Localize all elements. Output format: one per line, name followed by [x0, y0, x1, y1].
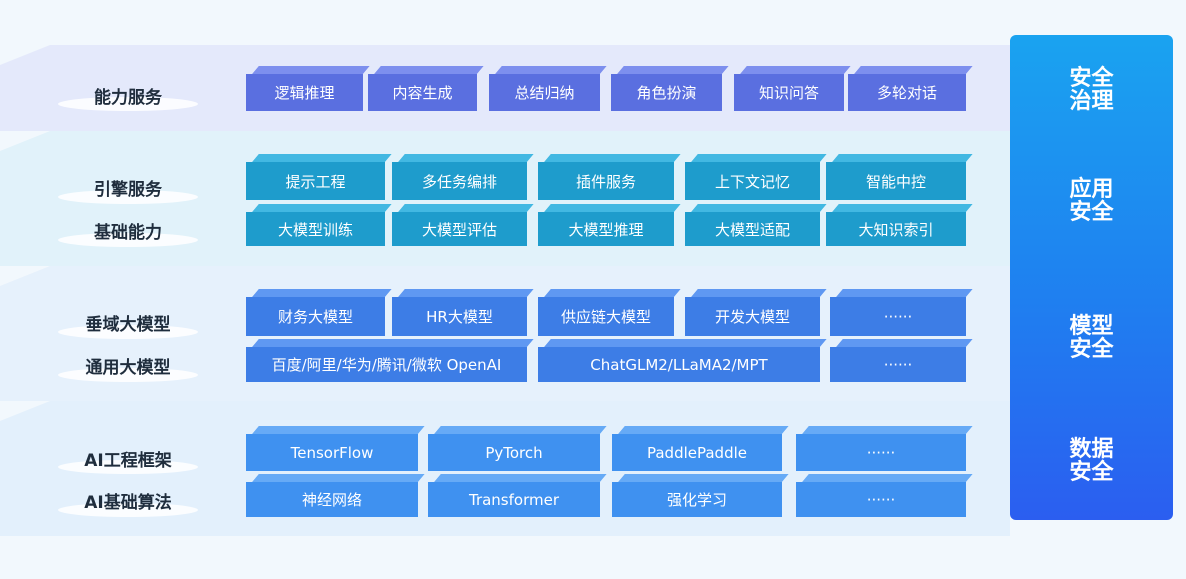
- security-model-line1: 模型: [1069, 314, 1114, 339]
- foundation-box: 大知识索引: [826, 212, 966, 246]
- foundation-box-label: 大模型评估: [421, 220, 497, 239]
- general-model-box: 百度/阿里/华为/腾讯/微软 OpenAI: [246, 347, 527, 382]
- security-data-line2: 安全: [1069, 460, 1114, 485]
- foundation-box: 大模型评估: [392, 212, 527, 246]
- ai-algorithm-box-label: ······: [866, 490, 896, 509]
- label-ellipse: [58, 368, 198, 382]
- layer-label-ai-framework: AI工程框架: [84, 451, 172, 471]
- capability-box: 总结归纳: [489, 74, 600, 111]
- general-model-box-label: 百度/阿里/华为/腾讯/微软 OpenAI: [271, 356, 502, 374]
- layer-label-vertical: 垂域大模型: [85, 315, 171, 335]
- security-application-line1: 应用: [1069, 177, 1114, 202]
- vertical-model-box: 供应链大模型: [538, 297, 674, 336]
- foundation-box: 大模型适配: [685, 212, 820, 246]
- layer-label-general: 通用大模型: [85, 358, 171, 378]
- capability-box-label: 总结归纳: [514, 84, 575, 102]
- foundation-box-label: 大模型推理: [568, 220, 644, 239]
- ai-algorithm-box-label: 神经网络: [301, 491, 362, 509]
- capability-box-label: 多轮对话: [876, 84, 937, 102]
- vertical-model-box-label: 供应链大模型: [560, 308, 651, 326]
- label-ellipse: [58, 190, 198, 204]
- engine-box-label: 智能中控: [865, 172, 926, 191]
- general-model-box: ChatGLM2/LLaMA2/MPT: [538, 347, 820, 382]
- ai-algorithm-box: 强化学习: [612, 482, 782, 517]
- security-governance-line2: 治理: [1069, 89, 1114, 114]
- engine-box-label: 多任务编排: [421, 172, 497, 191]
- engine-box-label: 插件服务: [575, 172, 636, 191]
- vertical-model-box: ······: [830, 297, 966, 336]
- capability-box-label: 知识问答: [758, 84, 819, 102]
- layer-label-ai-algorithm: AI基础算法: [84, 493, 172, 513]
- ai-algorithm-box-label: Transformer: [468, 490, 559, 509]
- vertical-model-box-label: 开发大模型: [714, 308, 790, 326]
- label-ellipse: [58, 97, 198, 111]
- engine-box: 提示工程: [246, 162, 385, 200]
- engine-box-label: 提示工程: [285, 172, 346, 191]
- general-model-box-label: ······: [883, 355, 913, 374]
- vertical-model-box-label: ······: [883, 307, 913, 326]
- ai-algorithm-box-label: 强化学习: [666, 491, 727, 509]
- ai-framework-box: PaddlePaddle: [612, 434, 782, 471]
- ai-framework-box-label: TensorFlow: [290, 443, 374, 462]
- foundation-box: 大模型推理: [538, 212, 674, 246]
- vertical-model-box: 财务大模型: [246, 297, 385, 336]
- layer-label-engine: 引擎服务: [94, 180, 162, 200]
- ai-framework-box: TensorFlow: [246, 434, 418, 471]
- security-application: 应用 安全: [1010, 178, 1173, 224]
- capability-box: 逻辑推理: [246, 74, 363, 111]
- vertical-model-box: 开发大模型: [685, 297, 820, 336]
- vertical-model-box-label: 财务大模型: [277, 308, 353, 326]
- foundation-box-label: 大模型适配: [714, 220, 790, 239]
- security-application-line2: 安全: [1069, 200, 1114, 225]
- engine-box: 上下文记忆: [685, 162, 820, 200]
- security-model: 模型 安全: [1010, 315, 1173, 361]
- security-governance-line1: 安全: [1069, 66, 1114, 91]
- foundation-box-label: 大模型训练: [277, 220, 353, 239]
- layer-label-foundation: 基础能力: [94, 223, 162, 243]
- security-data-line1: 数据: [1069, 437, 1114, 462]
- ai-framework-box-label: ······: [866, 443, 896, 462]
- capability-box: 内容生成: [368, 74, 477, 111]
- capability-box-label: 内容生成: [392, 84, 453, 102]
- label-ellipse: [58, 460, 198, 474]
- general-model-box: ······: [830, 347, 966, 382]
- general-model-box-label: ChatGLM2/LLaMA2/MPT: [590, 355, 768, 374]
- ai-framework-box: ······: [796, 434, 966, 471]
- vertical-model-box: HR大模型: [392, 297, 527, 336]
- engine-box-label: 上下文记忆: [714, 172, 790, 191]
- ai-framework-box-label: PyTorch: [485, 443, 543, 462]
- security-governance: 安全 治理: [1010, 67, 1173, 113]
- security-data: 数据 安全: [1010, 438, 1173, 484]
- security-panel: 安全 治理 应用 安全 模型 安全 数据 安全: [1010, 35, 1173, 520]
- layer-label-capability: 能力服务: [94, 88, 162, 108]
- capability-box-label: 逻辑推理: [274, 84, 335, 102]
- label-ellipse: [58, 233, 198, 247]
- foundation-box: 大模型训练: [246, 212, 385, 246]
- ai-algorithm-box: ······: [796, 482, 966, 517]
- ai-framework-box: PyTorch: [428, 434, 600, 471]
- capability-box: 知识问答: [734, 74, 844, 111]
- vertical-model-box-label: HR大模型: [426, 308, 493, 326]
- capability-box: 多轮对话: [848, 74, 966, 111]
- capability-box-label: 角色扮演: [636, 84, 697, 102]
- capability-box: 角色扮演: [611, 74, 722, 111]
- foundation-box-label: 大知识索引: [858, 220, 934, 239]
- ai-algorithm-box: 神经网络: [246, 482, 418, 517]
- label-ellipse: [58, 325, 198, 339]
- engine-box: 多任务编排: [392, 162, 527, 200]
- label-ellipse: [58, 503, 198, 517]
- engine-box: 插件服务: [538, 162, 674, 200]
- ai-algorithm-box: Transformer: [428, 482, 600, 517]
- ai-framework-box-label: PaddlePaddle: [646, 443, 747, 462]
- security-model-line2: 安全: [1069, 337, 1114, 362]
- engine-box: 智能中控: [826, 162, 966, 200]
